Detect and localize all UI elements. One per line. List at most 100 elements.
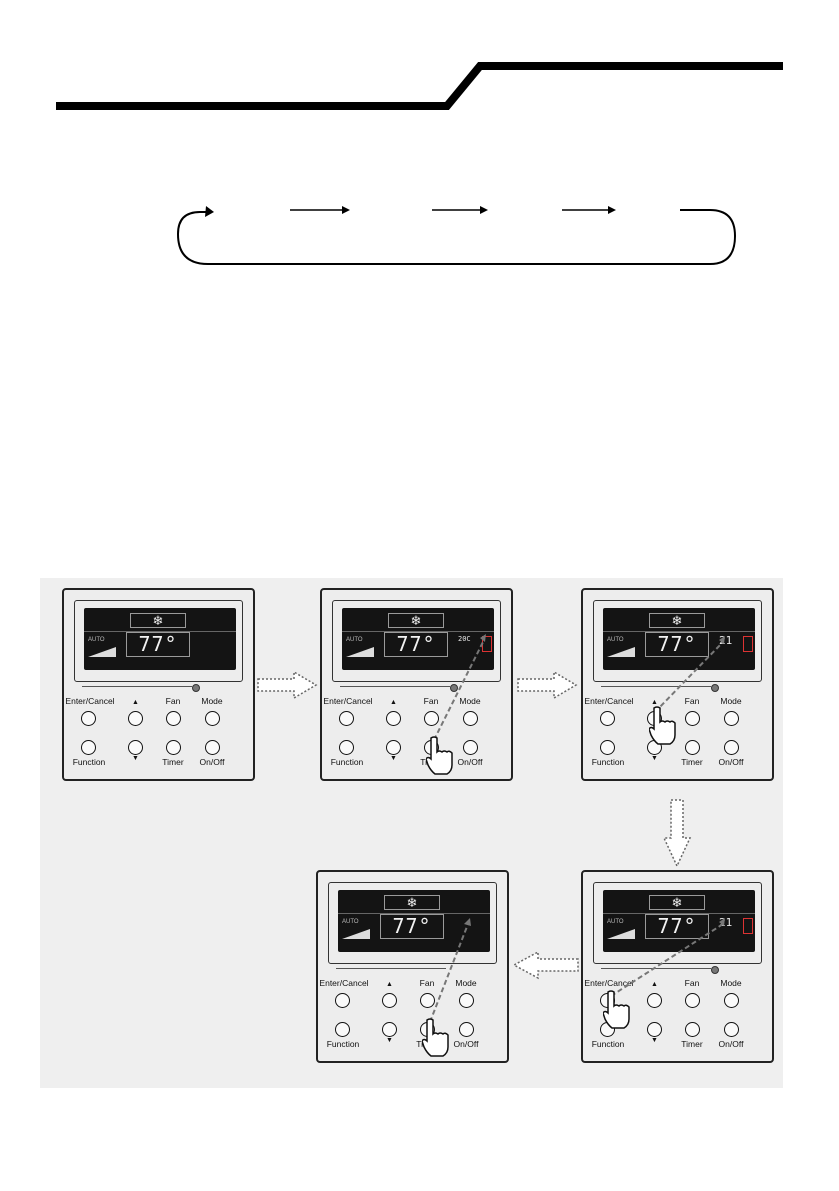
up-button[interactable] bbox=[386, 711, 401, 726]
pointing-hand-icon bbox=[422, 1018, 449, 1057]
timer-readout: 21 bbox=[719, 634, 733, 647]
timer-label: Timer bbox=[681, 757, 703, 767]
pointing-hand-icon bbox=[603, 990, 630, 1029]
mode-button[interactable] bbox=[724, 711, 739, 726]
fan-speed-icon bbox=[607, 929, 635, 939]
temperature-display: 77° bbox=[384, 632, 448, 657]
lcd-display: ❄ AUTO 77° 21 bbox=[603, 608, 755, 670]
cycle-loop-diagram bbox=[176, 206, 737, 265]
timer-button[interactable] bbox=[685, 740, 700, 755]
auto-label: AUTO bbox=[346, 637, 363, 643]
temperature-display: 77° bbox=[645, 914, 709, 939]
down-arrow-icon: ▼ bbox=[390, 755, 397, 762]
fan-label: Fan bbox=[165, 696, 181, 706]
mode-button[interactable] bbox=[205, 711, 220, 726]
function-label: Function bbox=[591, 1039, 625, 1049]
fan-speed-icon bbox=[88, 647, 116, 657]
status-led bbox=[192, 684, 200, 692]
fan-label: Fan bbox=[684, 696, 700, 706]
fan-button[interactable] bbox=[166, 711, 181, 726]
function-label: Function bbox=[326, 1039, 360, 1049]
up-button[interactable] bbox=[647, 993, 662, 1008]
snowflake-icon: ❄ bbox=[130, 613, 186, 628]
lcd-display: ❄ AUTO 77° 20C bbox=[342, 608, 494, 670]
timer-button[interactable] bbox=[166, 740, 181, 755]
timer-badge-icon bbox=[743, 918, 753, 934]
up-button[interactable] bbox=[382, 993, 397, 1008]
up-arrow-icon: ▲ bbox=[651, 699, 658, 706]
mode-button[interactable] bbox=[459, 993, 474, 1008]
lcd-divider bbox=[342, 631, 494, 632]
flow-arrow-down bbox=[662, 799, 692, 868]
function-label: Function bbox=[330, 757, 364, 767]
controller-step-1: ❄ AUTO 77° Enter/Cancel ▲ Fan Mode Funct… bbox=[62, 588, 255, 781]
enter-cancel-button[interactable] bbox=[335, 993, 350, 1008]
controller-step-2: ❄ AUTO 77° 20C Enter/Cancel ▲ Fan Mode F… bbox=[320, 588, 513, 781]
press-indicator bbox=[610, 918, 725, 997]
auto-label: AUTO bbox=[607, 919, 624, 925]
mode-button[interactable] bbox=[724, 993, 739, 1008]
up-arrow-icon: ▲ bbox=[390, 699, 397, 706]
flow-arrow-left bbox=[512, 950, 579, 980]
function-button[interactable] bbox=[335, 1022, 350, 1037]
lcd-display: ❄ AUTO 77° bbox=[84, 608, 236, 670]
enter-cancel-label: Enter/Cancel bbox=[584, 696, 634, 706]
display-frame bbox=[328, 882, 497, 964]
lcd-divider bbox=[603, 631, 755, 632]
press-indicator bbox=[654, 636, 725, 713]
on-off-label: On/Off bbox=[199, 757, 225, 767]
flow-arrow-right-2 bbox=[517, 670, 578, 700]
up-arrow-icon: ▲ bbox=[386, 981, 393, 988]
mode-button[interactable] bbox=[463, 711, 478, 726]
enter-cancel-label: Enter/Cancel bbox=[65, 696, 115, 706]
led-line bbox=[336, 968, 446, 969]
down-button[interactable] bbox=[647, 1022, 662, 1037]
led-line bbox=[601, 686, 711, 687]
controller-step-3: ❄ AUTO 77° 21 Enter/Cancel ▲ Fan Mode Fu… bbox=[581, 588, 774, 781]
mode-label: Mode bbox=[201, 696, 223, 706]
mode-label: Mode bbox=[459, 696, 481, 706]
down-button[interactable] bbox=[386, 740, 401, 755]
auto-label: AUTO bbox=[88, 637, 105, 643]
fan-button[interactable] bbox=[685, 993, 700, 1008]
led-line bbox=[82, 686, 192, 687]
lcd-display: ❄ AUTO 77° bbox=[338, 890, 490, 952]
timer-readout: 21 bbox=[719, 916, 733, 929]
up-arrow-icon: ▲ bbox=[651, 981, 658, 988]
fan-button[interactable] bbox=[685, 711, 700, 726]
temperature-display: 77° bbox=[645, 632, 709, 657]
enter-cancel-button[interactable] bbox=[81, 711, 96, 726]
down-arrow-icon: ▼ bbox=[651, 1037, 658, 1044]
lcd-display: ❄ AUTO 77° 21 bbox=[603, 890, 755, 952]
on-off-button[interactable] bbox=[205, 740, 220, 755]
on-off-label: On/Off bbox=[457, 757, 483, 767]
down-button[interactable] bbox=[382, 1022, 397, 1037]
enter-cancel-button[interactable] bbox=[339, 711, 354, 726]
snowflake-icon: ❄ bbox=[384, 895, 440, 910]
display-frame bbox=[593, 882, 762, 964]
on-off-button[interactable] bbox=[459, 1022, 474, 1037]
mode-label: Mode bbox=[720, 978, 742, 988]
enter-cancel-label: Enter/Cancel bbox=[319, 978, 369, 988]
timer-button[interactable] bbox=[685, 1022, 700, 1037]
up-button[interactable] bbox=[128, 711, 143, 726]
status-led bbox=[450, 684, 458, 692]
function-button[interactable] bbox=[600, 740, 615, 755]
function-button[interactable] bbox=[81, 740, 96, 755]
down-button[interactable] bbox=[128, 740, 143, 755]
function-button[interactable] bbox=[339, 740, 354, 755]
press-indicator bbox=[433, 634, 486, 741]
timer-badge-icon bbox=[743, 636, 753, 652]
on-off-label: On/Off bbox=[453, 1039, 479, 1049]
on-off-button[interactable] bbox=[463, 740, 478, 755]
display-frame bbox=[332, 600, 501, 682]
on-off-button[interactable] bbox=[724, 1022, 739, 1037]
fan-button[interactable] bbox=[424, 711, 439, 726]
on-off-button[interactable] bbox=[724, 740, 739, 755]
timer-readout: 20C bbox=[458, 635, 471, 643]
enter-cancel-button[interactable] bbox=[600, 711, 615, 726]
snowflake-icon: ❄ bbox=[649, 613, 705, 628]
fan-button[interactable] bbox=[420, 993, 435, 1008]
snowflake-icon: ❄ bbox=[388, 613, 444, 628]
lcd-divider bbox=[603, 913, 755, 914]
